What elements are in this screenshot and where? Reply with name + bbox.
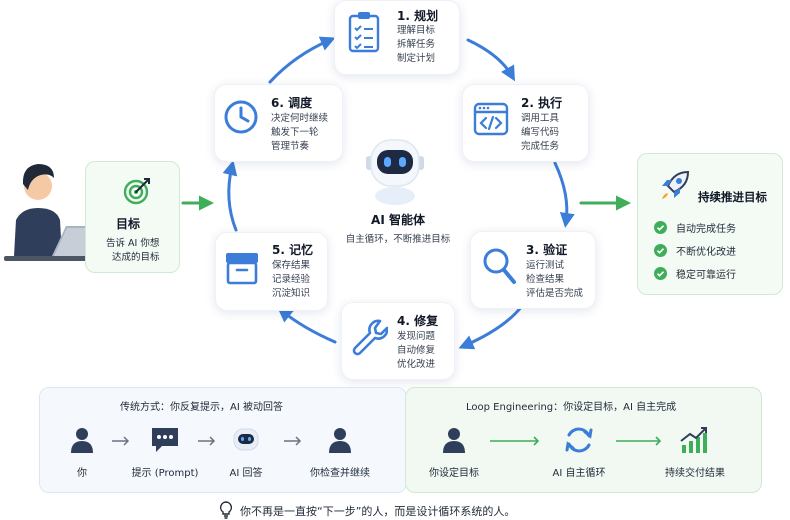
arrows xyxy=(112,436,302,446)
step-line: 拆解任务 xyxy=(397,39,436,50)
goal-title: 目标 xyxy=(116,217,141,231)
traditional-panel: 传统方式：你反复提示，AI 被动回答 你 提示 (Prompt) AI 回答 你… xyxy=(39,387,407,493)
traditional-step-label: 提示 (Prompt) xyxy=(131,468,199,479)
step-line: 理解目标 xyxy=(397,25,436,36)
chat-bubble-icon xyxy=(152,428,178,452)
lightbulb-icon xyxy=(219,501,233,519)
wrench-icon xyxy=(352,319,388,356)
loop-cycle-icon xyxy=(565,427,593,453)
rocket-icon xyxy=(662,170,690,199)
step-line: 制定计划 xyxy=(397,53,436,64)
target-icon xyxy=(123,178,150,205)
center-subtitle: 自主循环，不断推进目标 xyxy=(345,234,451,245)
step-line: 调用工具 xyxy=(521,113,560,124)
check-circle-icon xyxy=(654,267,667,280)
arrows xyxy=(490,436,662,446)
step-title: 1. 规划 xyxy=(397,9,439,23)
person-laptop-illustration xyxy=(4,164,108,261)
traditional-heading: 传统方式：你反复提示，AI 被动回答 xyxy=(120,402,283,413)
step-line: 编写代码 xyxy=(521,127,560,138)
step-title: 5. 记忆 xyxy=(272,243,314,257)
step-line: 自动修复 xyxy=(397,345,436,356)
user-icon xyxy=(71,428,93,453)
result-item-label: 自动完成任务 xyxy=(676,224,736,235)
step-card-schedule: 6. 调度 决定何时继续 触发下一轮 管理节奏 xyxy=(214,84,343,162)
step-line: 决定何时继续 xyxy=(271,113,329,124)
step-line: 触发下一轮 xyxy=(271,127,319,138)
step-line: 记录经验 xyxy=(272,274,311,285)
archive-box-icon xyxy=(226,253,258,285)
goal-line: 达成的目标 xyxy=(112,252,160,263)
check-circle-icon xyxy=(654,244,667,257)
step-line: 评估是否完成 xyxy=(526,288,584,299)
step-title: 3. 验证 xyxy=(526,243,568,257)
step-line: 管理节奏 xyxy=(271,141,310,152)
result-card: 持续推进目标 自动完成任务 不断优化改进 稳定可靠运行 xyxy=(637,153,783,295)
clipboard-checklist-icon xyxy=(348,12,380,53)
step-line: 保存结果 xyxy=(272,260,311,271)
loop-engineering-panel: Loop Engineering：你设定目标，AI 自主完成 你设定目标 AI … xyxy=(405,387,762,493)
magnifier-icon xyxy=(483,248,516,284)
footer-text: 你不再是一直按“下一步”的人，而是设计循环系统的人。 xyxy=(240,505,516,518)
result-title: 持续推进目标 xyxy=(698,190,767,204)
step-card-verify: 3. 验证 运行测试 检查结果 评估是否完成 xyxy=(470,231,596,309)
loop-step-label: AI 自主循环 xyxy=(552,468,606,479)
step-card-plan: 1. 规划 理解目标 拆解任务 制定计划 xyxy=(334,0,460,75)
check-circle-icon xyxy=(654,221,667,234)
clock-icon xyxy=(224,100,258,134)
step-line: 完成任务 xyxy=(521,141,560,152)
user-icon xyxy=(329,428,351,453)
step-line: 检查结果 xyxy=(526,274,565,285)
loop-step-label: 持续交付结果 xyxy=(665,468,725,479)
result-item-label: 不断优化改进 xyxy=(676,247,736,258)
step-line: 优化改进 xyxy=(397,359,436,370)
step-title: 4. 修复 xyxy=(397,314,439,328)
step-title: 2. 执行 xyxy=(521,96,563,110)
robot-small-icon xyxy=(233,428,259,451)
goal-card: 目标 告诉 AI 你想 达成的目标 xyxy=(85,161,180,273)
code-window-icon xyxy=(473,102,509,136)
step-card-execute: 2. 执行 调用工具 编写代码 完成任务 xyxy=(462,84,589,162)
result-item-label: 稳定可靠运行 xyxy=(676,270,736,281)
goal-line: 告诉 AI 你想 xyxy=(106,238,160,249)
traditional-step-label: AI 回答 xyxy=(229,468,263,479)
loop-heading: Loop Engineering：你设定目标，AI 自主完成 xyxy=(466,402,677,413)
step-line: 发现问题 xyxy=(397,331,436,342)
traditional-step-label: 你检查并继续 xyxy=(310,468,370,479)
growth-chart-icon xyxy=(680,427,707,453)
step-card-memory: 5. 记忆 保存结果 记录经验 沉淀知识 xyxy=(215,232,328,311)
step-card-fix: 4. 修复 发现问题 自动修复 优化改进 xyxy=(341,302,455,380)
step-title: 6. 调度 xyxy=(271,96,313,110)
step-line: 运行测试 xyxy=(526,260,565,271)
traditional-step-label: 你 xyxy=(77,468,87,479)
loop-step-label: 你设定目标 xyxy=(429,468,479,479)
user-icon xyxy=(443,428,465,453)
step-line: 沉淀知识 xyxy=(272,288,311,299)
robot-icon xyxy=(366,139,424,205)
center-title: AI 智能体 xyxy=(371,213,425,227)
